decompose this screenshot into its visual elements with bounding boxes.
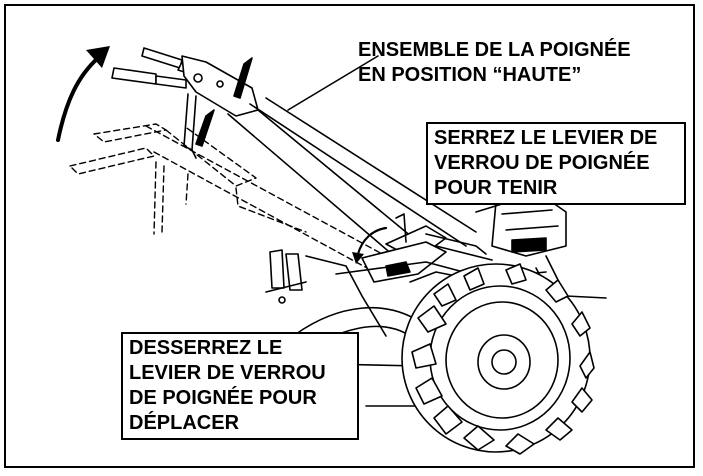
curved-arrow-down-icon [352, 226, 388, 264]
callout-loosen-lever: DESSERREZ LE LEVIER DE VERROU DE POIGNÉE… [121, 332, 359, 440]
handle-upper-position [111, 47, 477, 257]
leader-line-handle [287, 55, 379, 111]
callout-line: SERREZ LE LEVIER DE [434, 127, 658, 149]
callout-handle-up-position: ENSEMBLE DE LA POIGNÉE EN POSITION “HAUT… [358, 38, 631, 88]
callout-line: LEVIER DE VERROU [129, 362, 326, 384]
callout-line: POUR TENIR [434, 177, 558, 199]
callout-line: DESSERREZ LE [129, 337, 283, 359]
tiller-handle-illustration [56, 46, 607, 455]
callout-line: EN POSITION “HAUTE” [358, 64, 582, 86]
callout-line: DE POIGNÉE POUR [129, 387, 317, 409]
callout-line: DÉPLACER [129, 412, 240, 434]
handle-lower-position-dashed [69, 123, 387, 275]
curved-arrow-up-icon [56, 46, 110, 142]
tiller-wheel [401, 263, 595, 455]
callout-tighten-lever: SERREZ LE LEVIER DE VERROU DE POIGNÉE PO… [426, 122, 686, 205]
callout-line: ENSEMBLE DE LA POIGNÉE [358, 39, 631, 61]
diagram-frame: ENSEMBLE DE LA POIGNÉE EN POSITION “HAUT… [4, 4, 695, 468]
callout-line: VERROU DE POIGNÉE [434, 152, 650, 174]
